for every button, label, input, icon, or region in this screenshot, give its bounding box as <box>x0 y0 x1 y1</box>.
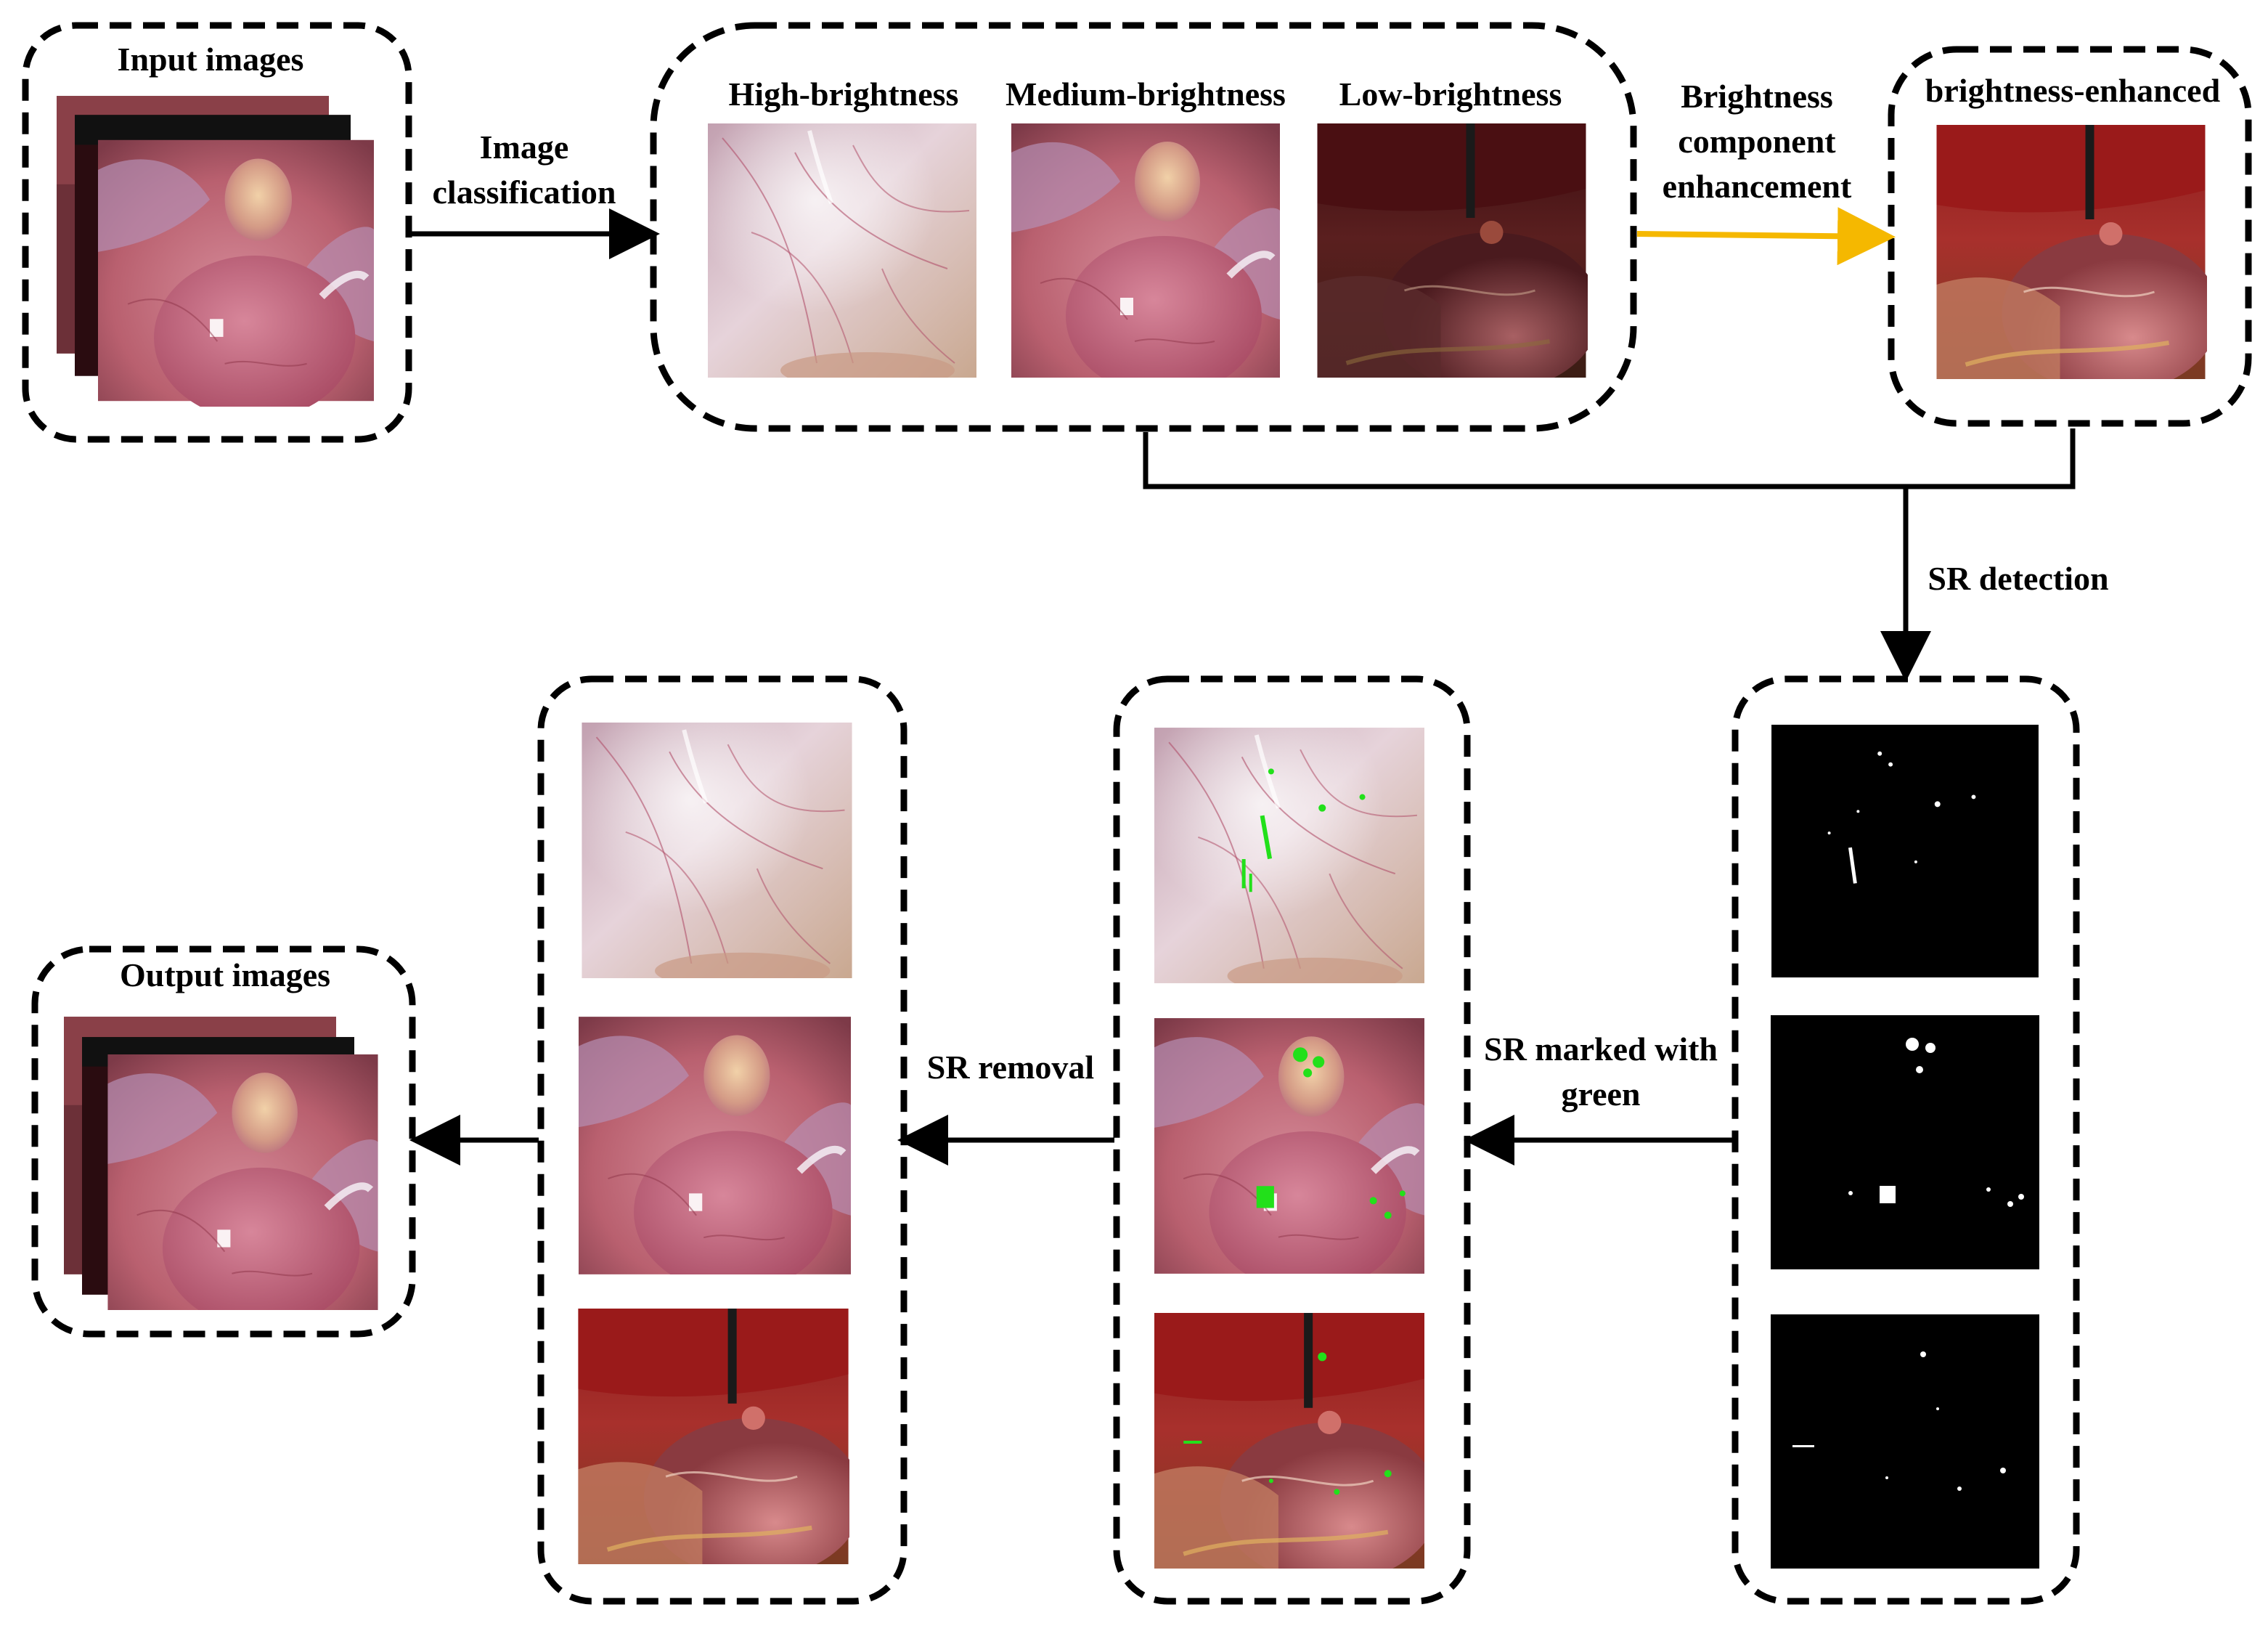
medium-brightness-image <box>1011 123 1280 396</box>
enhancement-label-line1: Brightness <box>1681 78 1833 115</box>
sr-removed-image-low <box>578 1309 862 1579</box>
sr-detection-label: SR detection <box>1928 560 2108 597</box>
sr-mask-image-1 <box>1771 725 2039 977</box>
sr-removal-label: SR removal <box>927 1049 1094 1086</box>
sr-marked-image-high <box>1154 728 1424 994</box>
sr-marked-label-line2: green <box>1561 1075 1640 1113</box>
image-classification-label-line2: classification <box>433 174 616 211</box>
brightness-enhanced-box <box>1888 46 2252 427</box>
sr-mask-image-2 <box>1771 1015 2039 1269</box>
low-brightness-title: Low-brightness <box>1339 76 1562 113</box>
classification-box <box>650 22 1637 432</box>
input-images-box <box>22 22 412 443</box>
merge-connector <box>1143 428 2076 489</box>
output-images-box <box>31 945 416 1338</box>
medium-brightness-title: Medium-brightness <box>1005 76 1286 113</box>
high-brightness-image <box>708 123 976 389</box>
sr-mask-image-3 <box>1771 1314 2039 1569</box>
sr-marked-image-low <box>1154 1313 1439 1583</box>
sr-marked-label-line1: SR marked with <box>1484 1030 1718 1067</box>
enhancement-label-line2: component <box>1678 123 1836 160</box>
output-image-front <box>107 1054 378 1328</box>
low-brightness-image <box>1318 123 1601 392</box>
high-brightness-title: High-brightness <box>729 76 959 113</box>
image-classification-label-line1: Image <box>480 129 569 166</box>
input-image-front <box>98 140 374 420</box>
sr-removed-image-high <box>582 723 852 989</box>
input-images-title: Input images <box>118 41 304 78</box>
brightness-enhanced-image <box>1937 125 2220 394</box>
brightness-enhanced-title: brightness-enhanced <box>1925 72 2221 109</box>
sr-marked-image-medium <box>1154 1018 1424 1292</box>
output-images-title: Output images <box>120 956 330 993</box>
enhancement-arrow <box>1636 207 1896 266</box>
enhancement-label-line3: enhancement <box>1663 168 1852 205</box>
sr-removed-image-medium <box>579 1017 851 1293</box>
